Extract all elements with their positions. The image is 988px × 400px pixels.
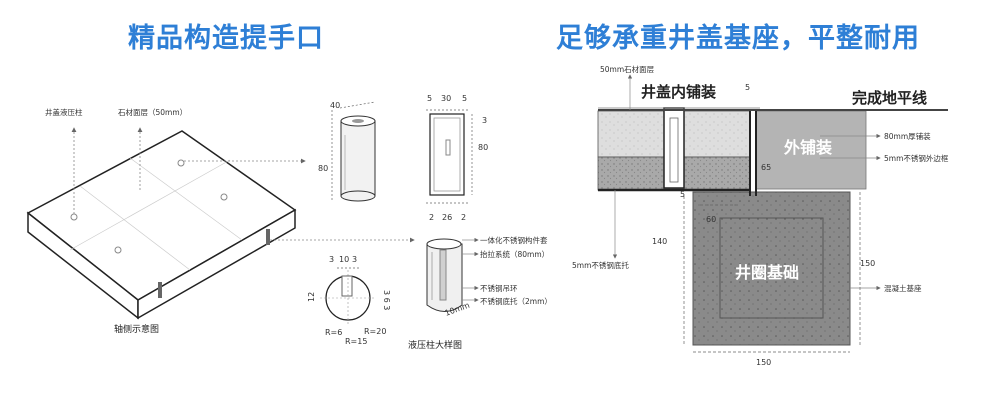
dim-sec-30: 30 <box>441 94 451 103</box>
right-title: 足够承重井盖基座，平整耐用 <box>556 23 920 54</box>
dim-sec-5b: 5 <box>462 94 467 103</box>
label-stone-layer: 石材面层（50mm） <box>118 107 187 117</box>
dim-plan-363: 3 6 3 <box>382 290 391 310</box>
plan-view <box>320 267 376 326</box>
dim-plan-3b: 3 <box>352 255 357 264</box>
dim-sec-2b: 2 <box>461 213 466 222</box>
dim-d5: 5 <box>745 83 750 92</box>
label-stone-top: 50mm石材面层 <box>600 64 655 74</box>
axonometric-view <box>26 127 415 320</box>
label-integrated-part: 一体化不锈钢构件套 <box>480 235 548 245</box>
caption-axonometric: 轴侧示意图 <box>114 323 159 335</box>
label-lift-system: 抬拉系统（80mm） <box>480 249 549 259</box>
label-steel-ring: 不锈钢吊环 <box>480 283 518 293</box>
dim-plan-10: 10 <box>339 255 349 264</box>
label-concrete: 混凝土基座 <box>884 283 922 293</box>
dim-d65: 65 <box>761 163 771 172</box>
dim-sec-2a: 2 <box>429 213 434 222</box>
label-tray: 5mm不锈钢底托 <box>572 260 629 270</box>
dim-d60: 60 <box>706 215 716 224</box>
label-paving-80: 80mm厚铺装 <box>884 131 931 141</box>
dim-plan-r6: R=6 <box>325 328 342 337</box>
dim-cyl-40: 40 <box>330 101 340 110</box>
label-hydraulic-post: 井盖液压柱 <box>45 107 83 117</box>
dim-sec-5a: 5 <box>427 94 432 103</box>
cylinder-view <box>331 101 376 202</box>
label-steel-tray: 不锈钢底托（2mm） <box>480 296 552 306</box>
dim-plan-12: 12 <box>307 292 316 302</box>
dim-plan-r15: R=15 <box>345 337 367 346</box>
label-edge-frame: 5mm不锈钢外边框 <box>884 153 949 163</box>
dim-plan-r20: R=20 <box>364 327 386 336</box>
dim-plan-3a: 3 <box>329 255 334 264</box>
dim-d150v: 150 <box>860 259 875 268</box>
left-title: 精品构造提手口 <box>128 23 324 54</box>
label-outer-paving: 外铺装 <box>783 138 832 157</box>
dim-sec-3: 3 <box>482 116 487 125</box>
label-finish-level: 完成地平线 <box>852 89 927 107</box>
dim-d5b: 5 <box>680 190 685 199</box>
caption-detail: 液压柱大样图 <box>408 339 462 351</box>
detail-view <box>426 237 479 312</box>
label-ring-base: 井圈基础 <box>735 263 799 282</box>
dim-d140: 140 <box>652 237 667 246</box>
dim-sec-80: 80 <box>478 143 488 152</box>
dim-d150h: 150 <box>756 358 771 367</box>
section-view <box>426 109 473 204</box>
dim-sec-26: 26 <box>442 213 452 222</box>
section-detail <box>597 74 948 353</box>
dim-cyl-80: 80 <box>318 164 328 173</box>
label-inner-paving: 井盖内铺装 <box>641 83 717 101</box>
